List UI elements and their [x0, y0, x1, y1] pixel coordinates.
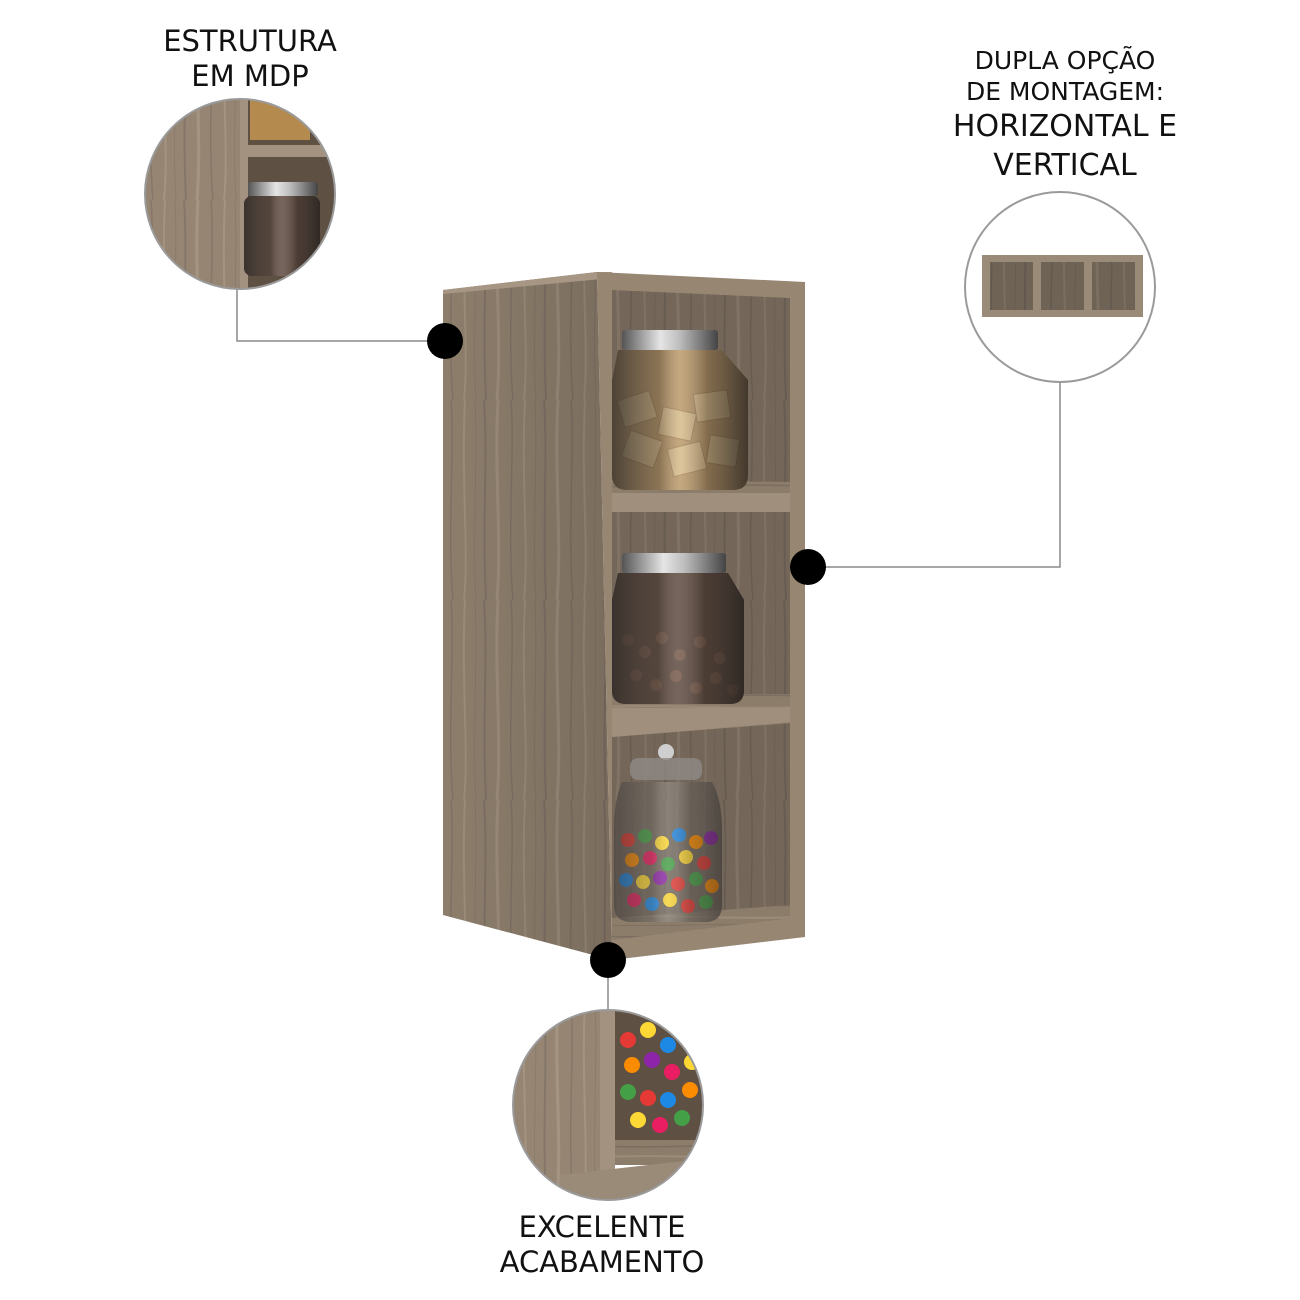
zoom-circle-structure [144, 98, 336, 290]
callout-finish-label: EXCELENTE ACABAMENTO [470, 1210, 734, 1281]
zoom-circle-mounting [964, 191, 1156, 383]
callout-mounting-line-2: DE MONTAGEM: [965, 76, 1165, 106]
jar-chocolate [612, 553, 744, 704]
callout-mounting-line-1: DUPLA OPÇÃO [974, 46, 1156, 75]
callout-structure-label: ESTRUTURA EM MDP [130, 24, 370, 95]
callout-finish-line-2: ACABAMENTO [499, 1245, 705, 1280]
callout-structure-line-1: ESTRUTURA [163, 24, 337, 58]
zoom-circle-finish [512, 1009, 704, 1201]
marker-dot-structure [427, 323, 463, 359]
jar-candies [614, 744, 722, 922]
callout-mounting-label: DUPLA OPÇÃO DE MONTAGEM: HORIZONTAL E VE… [935, 46, 1195, 185]
shelf-cabinet [443, 272, 805, 960]
callout-mounting-line-4: VERTICAL [993, 148, 1137, 183]
callout-finish-line-1: EXCELENTE [518, 1210, 686, 1244]
jar-crackers [612, 330, 748, 490]
marker-dot-mounting [790, 549, 826, 585]
callout-structure-line-2: EM MDP [191, 59, 309, 94]
marker-dot-finish [590, 942, 626, 978]
callout-mounting-line-3: HORIZONTAL E [952, 109, 1178, 144]
